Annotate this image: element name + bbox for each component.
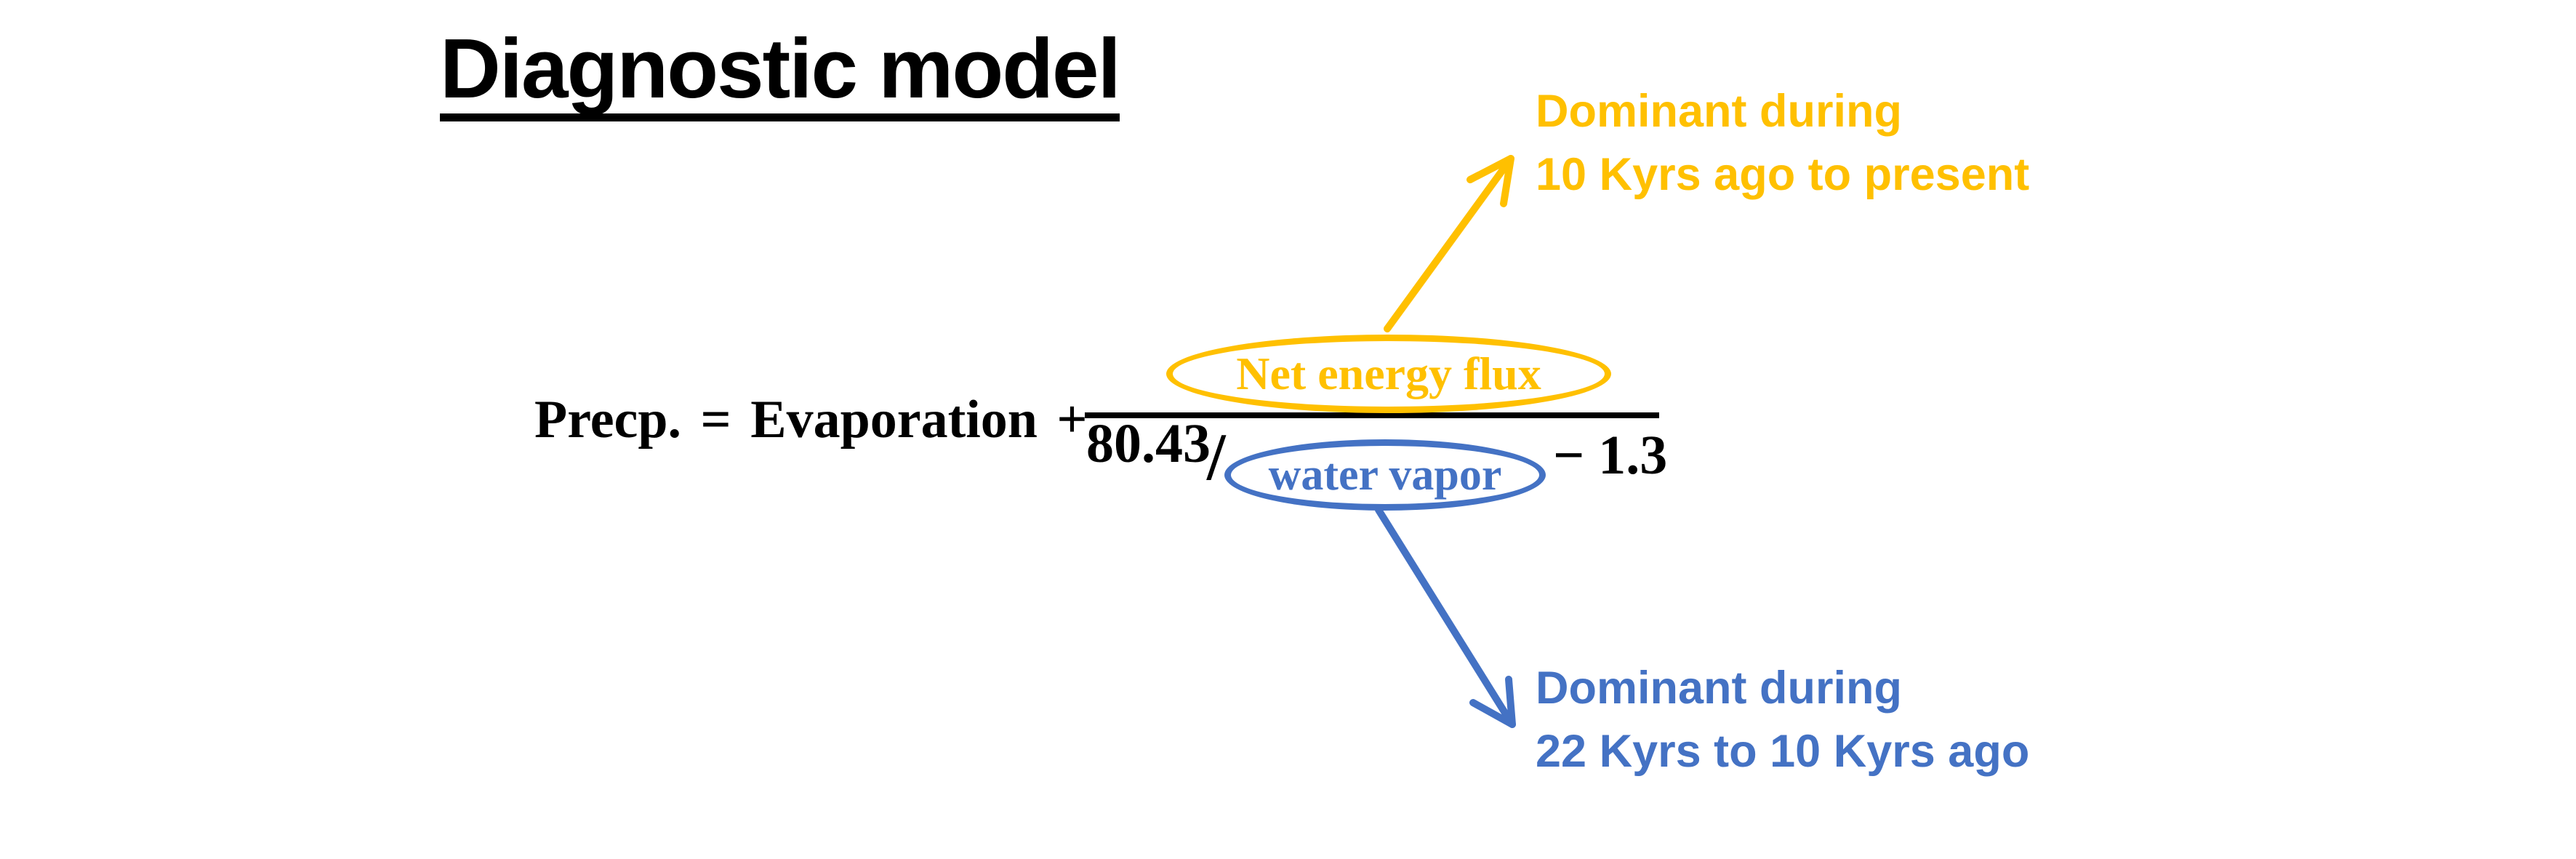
denominator-coefficient: 80.43 xyxy=(1086,413,1211,474)
equation-lhs: Precp. = Evaporation + xyxy=(534,390,1088,450)
water-vapor-label: water vapor xyxy=(1268,450,1502,500)
water-vapor-oval: water vapor xyxy=(1224,439,1546,511)
net-energy-flux-label: Net energy flux xyxy=(1236,348,1541,399)
yellow-annotation-line1: Dominant during xyxy=(1536,86,1902,137)
net-energy-flux-oval: Net energy flux xyxy=(1166,335,1611,413)
up-right-arrow-icon xyxy=(1384,155,1514,332)
blue-annotation-line1: Dominant during xyxy=(1536,663,1902,714)
blue-annotation: Dominant during 22 Kyrs to 10 Kyrs ago xyxy=(1536,657,2029,783)
down-right-arrow-icon xyxy=(1375,506,1516,728)
denominator-slash: / xyxy=(1207,420,1226,494)
blue-annotation-line2: 22 Kyrs to 10 Kyrs ago xyxy=(1536,726,2030,777)
yellow-annotation-line2: 10 Kyrs ago to present xyxy=(1536,149,2030,200)
slide-title: Diagnostic model xyxy=(440,26,1121,121)
yellow-annotation: Dominant during 10 Kyrs ago to present xyxy=(1536,80,2029,207)
denominator-constant: − 1.3 xyxy=(1553,425,1668,486)
fraction-bar xyxy=(1085,412,1659,418)
